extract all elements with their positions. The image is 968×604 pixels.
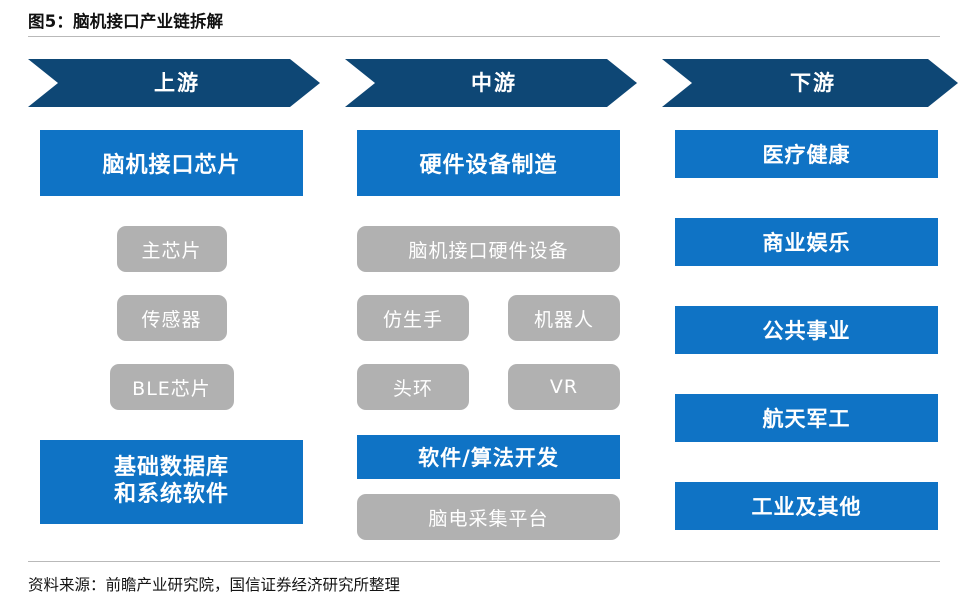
- node-hardware-manufacturing[interactable]: 硬件设备制造: [357, 130, 620, 196]
- node-medical-health[interactable]: 医疗健康: [675, 130, 938, 178]
- node-pair-headband-vr: 头环 VR: [357, 364, 620, 410]
- node-commercial-entertainment[interactable]: 商业娱乐: [675, 218, 938, 266]
- node-label: 公共事业: [675, 306, 938, 354]
- stage-header-downstream[interactable]: 下游: [662, 59, 958, 107]
- stage-header-row: 上游 中游 下游: [0, 59, 968, 107]
- figure-title: 图5：脑机接口产业链拆解: [28, 12, 224, 31]
- node-label: BLE芯片: [109, 364, 234, 410]
- stage-header-upstream[interactable]: 上游: [28, 59, 320, 107]
- node-label: 脑电采集平台: [357, 494, 620, 540]
- node-pair-prosthetic-robot: 仿生手 机器人: [357, 295, 620, 341]
- node-database-system-software[interactable]: 基础数据库 和系统软件: [40, 440, 303, 524]
- node-headband[interactable]: 头环: [357, 364, 469, 410]
- source-divider: [28, 561, 940, 562]
- node-label-line1: 基础数据库: [113, 455, 229, 481]
- node-label: 主芯片: [116, 226, 227, 272]
- node-bci-hardware-devices[interactable]: 脑机接口硬件设备: [357, 226, 620, 272]
- node-industry-other[interactable]: 工业及其他: [675, 482, 938, 530]
- node-prosthetic-hand[interactable]: 仿生手: [357, 295, 469, 341]
- title-divider: [28, 36, 940, 37]
- node-public-utilities[interactable]: 公共事业: [675, 306, 938, 354]
- node-robot[interactable]: 机器人: [508, 295, 620, 341]
- stage-header-label: 上游: [154, 70, 200, 95]
- node-software-algorithm-dev[interactable]: 软件/算法开发: [357, 435, 620, 479]
- node-label: 硬件设备制造: [357, 130, 620, 196]
- stage-header-midstream[interactable]: 中游: [345, 59, 637, 107]
- node-label: 软件/算法开发: [357, 435, 620, 479]
- node-vr[interactable]: VR: [508, 364, 620, 410]
- node-label: 商业娱乐: [675, 218, 938, 266]
- node-ble-chip[interactable]: BLE芯片: [40, 364, 303, 410]
- node-sensor[interactable]: 传感器: [40, 295, 303, 341]
- node-label: 脑机接口芯片: [40, 130, 303, 196]
- node-label: 医疗健康: [675, 130, 938, 178]
- node-label-block: 基础数据库 和系统软件: [40, 440, 303, 524]
- figure-source: 资料来源：前瞻产业研究院，国信证券经济研究所整理: [28, 576, 401, 594]
- node-label: 工业及其他: [675, 482, 938, 530]
- node-main-chip[interactable]: 主芯片: [40, 226, 303, 272]
- node-aerospace-defense[interactable]: 航天军工: [675, 394, 938, 442]
- node-eeg-collection-platform[interactable]: 脑电采集平台: [357, 494, 620, 540]
- node-label: 传感器: [116, 295, 227, 341]
- node-label: 航天军工: [675, 394, 938, 442]
- stage-header-label: 中游: [471, 70, 517, 95]
- stage-header-label: 下游: [790, 70, 836, 95]
- node-brain-chip[interactable]: 脑机接口芯片: [40, 130, 303, 196]
- node-label-line2: 和系统软件: [113, 482, 229, 507]
- node-label: 脑机接口硬件设备: [357, 226, 620, 272]
